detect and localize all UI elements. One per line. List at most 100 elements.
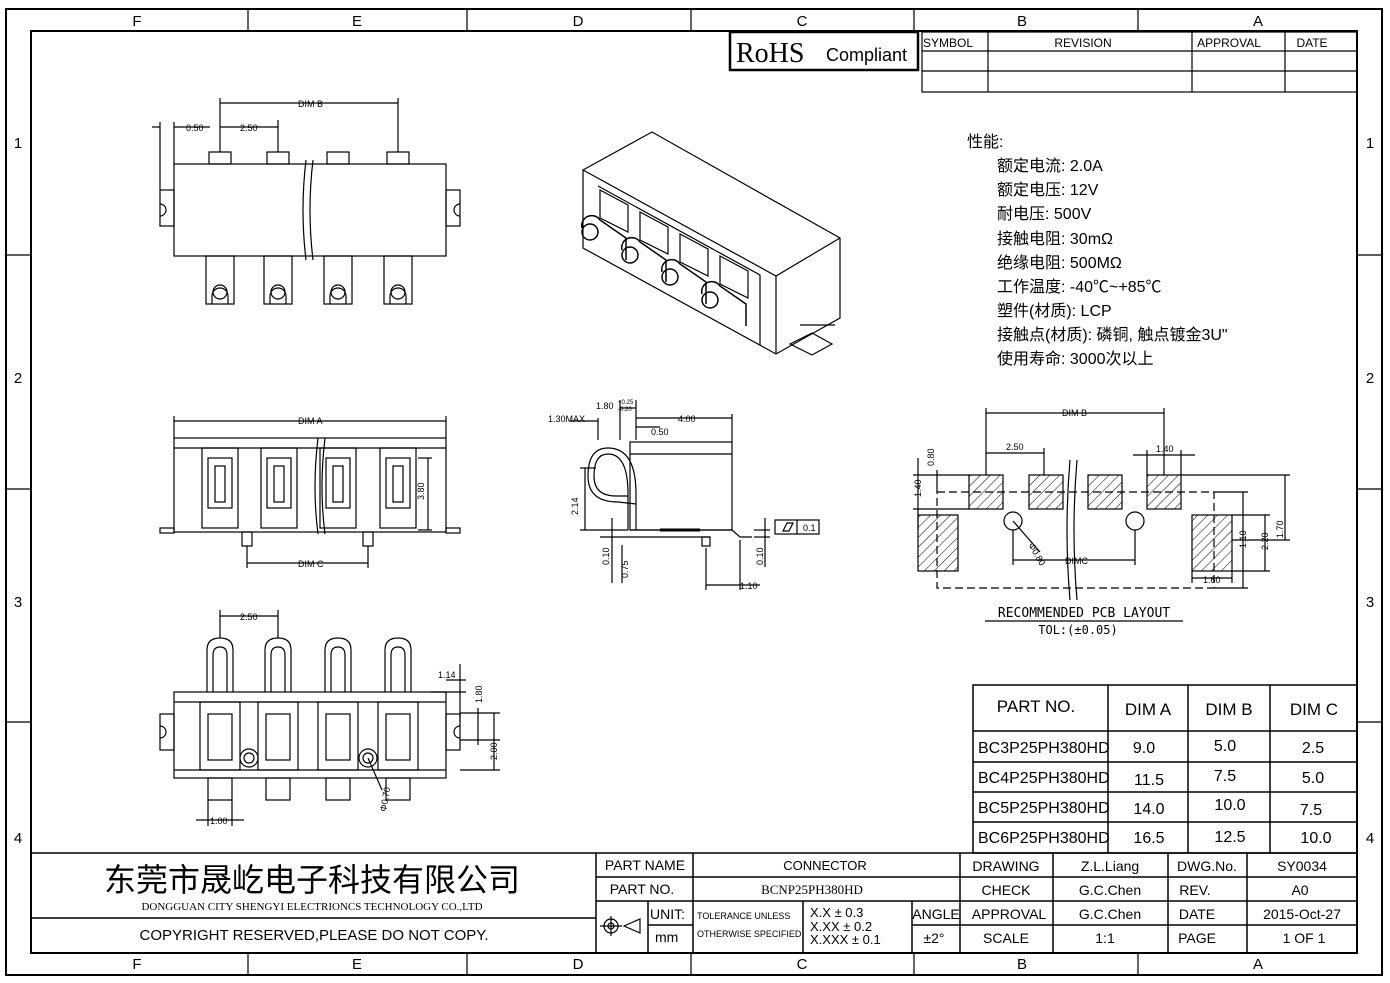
rev-label: REV. — [1179, 882, 1210, 898]
part-row-1-dimB: 5.0 — [1214, 738, 1236, 755]
pcb-d170-label: 1.70 — [1275, 520, 1285, 538]
part-row-4-dimC: 10.0 — [1300, 830, 1331, 847]
pcb-d160-label: 1.60 — [1203, 575, 1221, 585]
zone-row-right-1: 1 — [1366, 135, 1374, 152]
front-dimA-label: DIM A — [298, 416, 323, 426]
tolerance-note-2: OTHERWISE SPECIFIED — [697, 929, 802, 939]
tolerance-x: X.X ± 0.3 — [810, 905, 863, 920]
spec-line-8: 接触点(材质): 磷铜, 触点镀金3U" — [997, 326, 1228, 344]
zone-col-top-2: E — [352, 13, 362, 30]
bottom-d100-label: 1.00 — [210, 816, 228, 826]
side-d180-label: 1.80 — [596, 401, 614, 411]
side-view — [570, 400, 820, 590]
part-table-header-partno: PART NO. — [997, 697, 1075, 716]
zone-col-top-6: A — [1253, 13, 1263, 30]
bottom-d250-label: 2.50 — [240, 612, 258, 622]
zone-col-top-4: C — [797, 13, 808, 30]
zone-col-bot-1: F — [132, 956, 141, 973]
title-block-grid — [31, 852, 1357, 953]
pcb-layout-title: RECOMMENDED PCB LAYOUT — [998, 606, 1170, 621]
front-h380-label: 3.80 — [416, 482, 426, 500]
drawing-value: Z.L.Liang — [1081, 858, 1139, 874]
part-row-2-dimB: 7.5 — [1214, 768, 1236, 785]
pcb-d250-label: 2.50 — [1006, 442, 1024, 452]
zone-row-left-2: 2 — [14, 370, 22, 387]
pcb-dimC-label: DIMC — [1065, 556, 1088, 566]
spec-line-3: 耐电压: 500V — [997, 205, 1092, 223]
side-d010a-label: 0.10 — [601, 547, 611, 565]
page-value: 1 OF 1 — [1283, 930, 1326, 946]
rev-header-symbol: SYMBOL — [923, 36, 973, 50]
top-d050-label: 0.50 — [186, 123, 204, 133]
side-d400-label: 4.00 — [678, 414, 696, 424]
pcb-dimB-label: DIM B — [1062, 408, 1087, 418]
zone-col-bot-5: B — [1017, 956, 1027, 973]
bottom-d114-label: 1.14 — [438, 670, 456, 680]
part-table-header-dimB: DIM B — [1205, 700, 1252, 719]
side-d075-label: 0.75 — [620, 560, 630, 578]
tolerance-xx: X.XX ± 0.2 — [810, 919, 872, 934]
spec-line-5: 绝缘电阻: 500MΩ — [997, 254, 1122, 272]
approval-value: G.C.Chen — [1079, 906, 1141, 922]
side-d050-label: 0.50 — [651, 427, 669, 437]
zone-row-right-4: 4 — [1366, 830, 1374, 847]
pcb-layout — [913, 408, 1290, 622]
spec-line-6: 工作温度: -40℃~+85℃ — [997, 278, 1162, 296]
dwgno-label: DWG.No. — [1177, 858, 1237, 874]
side-d180-tol-dn: -0.20 — [618, 407, 632, 413]
drawing-label: DRAWING — [972, 858, 1039, 874]
part-table-grid — [972, 684, 1358, 854]
part-row-4-partno: BC6P25PH380HD — [978, 830, 1110, 847]
projection-symbol-icon — [600, 916, 641, 936]
zone-col-bot-2: E — [352, 956, 362, 973]
side-d010b-label: 0.10 — [755, 547, 765, 565]
rohs-text: RoHS — [736, 38, 804, 69]
part-table-header-dimA: DIM A — [1125, 700, 1172, 719]
page-label: PAGE — [1178, 930, 1216, 946]
part-row-2-partno: BC4P25PH380HD — [978, 770, 1110, 787]
spec-line-4: 接触电阻: 30mΩ — [997, 230, 1113, 248]
part-row-3-partno: BC5P25PH380HD — [978, 800, 1110, 817]
zone-row-right-3: 3 — [1366, 594, 1374, 611]
copyright-notice: COPYRIGHT RESERVED,PLEASE DO NOT COPY. — [140, 927, 489, 944]
bottom-view — [159, 610, 500, 826]
side-d214-label: 2.14 — [570, 497, 580, 515]
pcb-layout-tolerance: TOL:(±0.05) — [1038, 623, 1117, 637]
zone-col-top-1: F — [132, 13, 141, 30]
bottom-d070-label: Φ0.70 — [378, 786, 392, 812]
pcb-d110-label: 1.10 — [1238, 530, 1248, 548]
revision-table — [921, 31, 1358, 93]
spec-line-2: 额定电压: 12V — [997, 181, 1099, 199]
top-view — [152, 98, 461, 305]
part-row-3-dimA: 14.0 — [1133, 801, 1164, 818]
isometric-view — [580, 131, 841, 356]
zone-col-bot-4: C — [797, 956, 808, 973]
inner-border — [30, 30, 1358, 954]
zone-row-right-2: 2 — [1366, 370, 1374, 387]
part-name-label: PART NAME — [605, 857, 685, 873]
bottom-d180-label: 1.80 — [474, 685, 484, 703]
top-d250-label: 2.50 — [240, 123, 258, 133]
tolerance-xxx: X.XXX ± 0.1 — [810, 932, 881, 947]
part-row-1-dimC: 2.5 — [1302, 740, 1324, 757]
side-d110-label: 1.10 — [740, 581, 758, 591]
zone-row-left-4: 4 — [14, 830, 22, 847]
rev-value: A0 — [1291, 882, 1308, 898]
check-label: CHECK — [981, 882, 1031, 898]
angle-value: ±2° — [923, 930, 944, 946]
side-d130-label: 1.30MAX — [548, 414, 585, 424]
outer-border — [5, 8, 1383, 976]
zone-col-bot-3: D — [573, 956, 584, 973]
rohs-badge: RoHS Compliant — [728, 30, 920, 72]
side-d180-tol-up: +0.25 — [618, 400, 634, 406]
rev-header-approval: APPROVAL — [1197, 36, 1261, 50]
front-dimC-label: DIM C — [298, 559, 324, 569]
pcb-d080-label: 0.80 — [926, 448, 936, 466]
pcb-d140b-label: 1.40 — [913, 479, 923, 497]
zone-col-top-5: B — [1017, 13, 1027, 30]
zone-col-bot-6: A — [1253, 956, 1263, 973]
part-no-label: PART NO. — [610, 881, 675, 897]
spec-heading: 性能: — [967, 133, 1003, 151]
spec-block: 性能: 额定电流: 2.0A 额定电压: 12V 耐电压: 500V 接触电阻:… — [967, 133, 1228, 368]
